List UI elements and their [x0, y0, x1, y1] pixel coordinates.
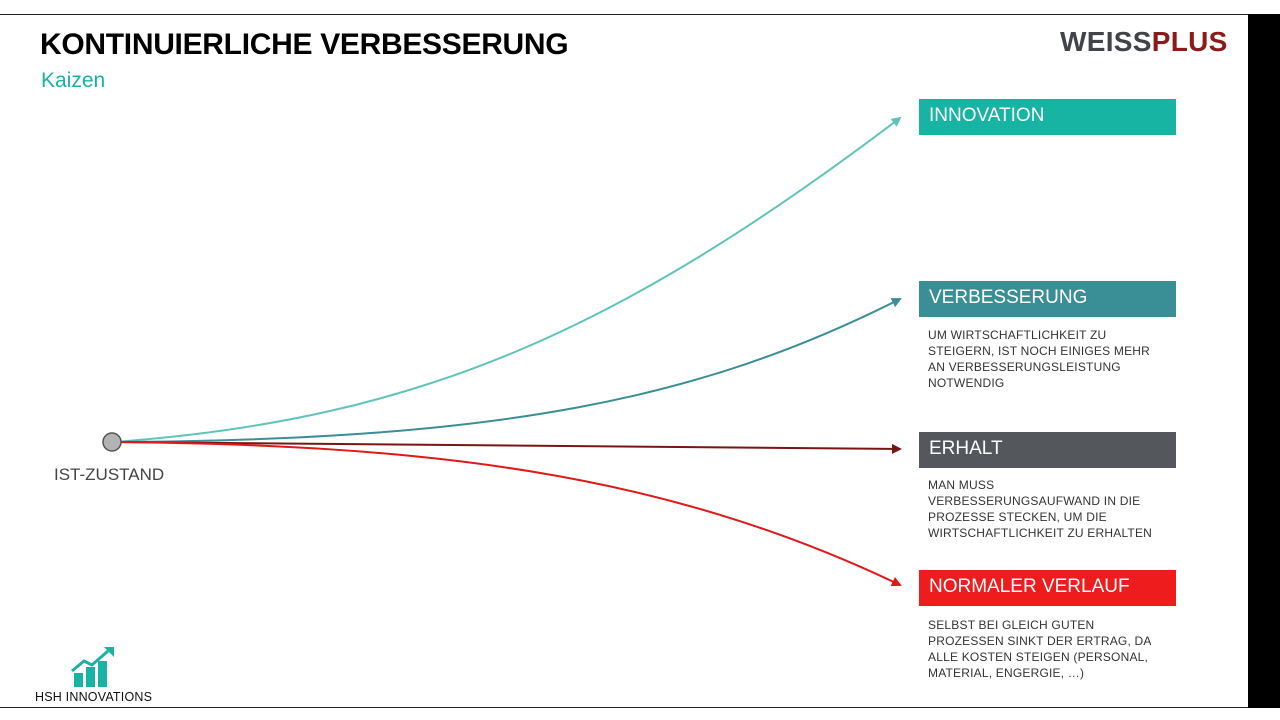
verbesserung-box: VERBESSERUNG [919, 281, 1176, 317]
erhalt-line [112, 441, 902, 454]
normaler-verlauf-curve [112, 441, 902, 587]
normaler-verlauf-description: SELBST BEI GLEICH GUTEN PROZESSEN SINKT … [928, 618, 1151, 680]
growth-chart-icon [71, 647, 114, 687]
hsh-logo-text: HSH INNOVATIONS [35, 690, 153, 704]
erhalt-description: MAN MUSS VERBESSERUNGSAUFWAND IN DIE PRO… [928, 478, 1153, 540]
verbesserung-description: UM WIRTSCHAFTLICHKEIT ZU STEIGERN, IST N… [928, 328, 1151, 390]
innovation-label: INNOVATION [929, 105, 1045, 126]
slide-frame [0, 14, 1248, 708]
right-edge-bar [1248, 14, 1280, 708]
normaler-verlauf-box: NORMALER VERLAUF [919, 570, 1176, 606]
brand-part-weiss: WEISS [1060, 26, 1152, 57]
page-subtitle: Kaizen [41, 69, 106, 92]
ist-zustand-node [102, 432, 122, 452]
innovation-curve [112, 116, 902, 443]
verbesserung-label: VERBESSERUNG [929, 287, 1088, 308]
erhalt-label: ERHALT [929, 438, 1003, 459]
page-title: KONTINUIERLICHE VERBESSERUNG [40, 28, 569, 61]
verbesserung-curve [112, 298, 902, 443]
brand-logo: WEISSPLUS [1060, 26, 1228, 58]
ist-zustand-label: IST-ZUSTAND [54, 465, 165, 484]
innovation-box: INNOVATION [919, 99, 1176, 135]
erhalt-box: ERHALT [919, 432, 1176, 468]
normaler-verlauf-label: NORMALER VERLAUF [929, 576, 1130, 597]
brand-part-plus: PLUS [1151, 26, 1228, 57]
